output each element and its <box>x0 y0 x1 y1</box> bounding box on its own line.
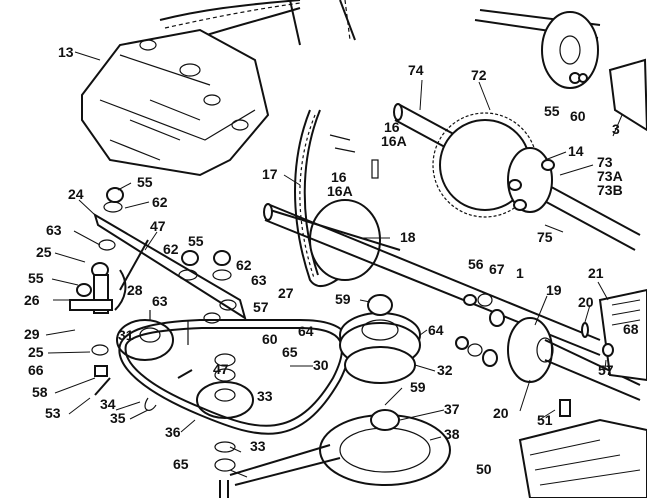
callout-68: 68 <box>623 321 639 337</box>
callout-73A: 73A <box>597 168 623 184</box>
callout-65: 65 <box>282 344 298 360</box>
callout-19: 19 <box>546 282 562 298</box>
callout-47: 47 <box>150 218 166 234</box>
callout-3: 3 <box>612 121 620 137</box>
callout-67: 67 <box>489 261 505 277</box>
upper-right-shaft <box>474 9 647 132</box>
belt-tensioner-bracket <box>69 187 247 345</box>
callout-16: 16 <box>331 169 347 185</box>
callout-32: 32 <box>437 362 453 378</box>
callout-50: 50 <box>476 461 492 477</box>
callout-16A: 16A <box>381 133 407 149</box>
callout-57: 57 <box>253 299 269 315</box>
callout-34: 34 <box>100 396 116 412</box>
callout-31: 31 <box>118 327 134 343</box>
callout-21: 21 <box>588 265 604 281</box>
callout-74: 74 <box>408 62 424 78</box>
main-shaft <box>393 103 641 251</box>
callout-63: 63 <box>251 272 267 288</box>
callout-28: 28 <box>127 282 143 298</box>
callout-14: 14 <box>568 143 584 159</box>
callout-59: 59 <box>335 291 351 307</box>
callout-53: 53 <box>45 405 61 421</box>
callout-63: 63 <box>152 293 168 309</box>
callout-37: 37 <box>444 401 460 417</box>
callout-59: 59 <box>410 379 426 395</box>
callout-58: 58 <box>32 384 48 400</box>
leader-lines <box>45 51 623 478</box>
callout-20: 20 <box>578 294 594 310</box>
callout-73B: 73B <box>597 182 623 198</box>
callout-29: 29 <box>24 326 40 342</box>
callout-65: 65 <box>173 456 189 472</box>
callout-57: 57 <box>598 362 614 378</box>
callout-35: 35 <box>110 410 126 426</box>
callout-55: 55 <box>188 233 204 249</box>
callout-30: 30 <box>313 357 329 373</box>
callout-33: 33 <box>257 388 273 404</box>
gearbox-housing <box>81 28 270 177</box>
callout-75: 75 <box>537 229 553 245</box>
callout-55: 55 <box>28 270 44 286</box>
callout-13: 13 <box>58 44 74 60</box>
callout-51: 51 <box>537 412 553 428</box>
callout-27: 27 <box>278 285 294 301</box>
callout-25: 25 <box>36 244 52 260</box>
callout-72: 72 <box>471 67 487 83</box>
callout-16: 16 <box>384 119 400 135</box>
callout-38: 38 <box>444 426 460 442</box>
callout-63: 63 <box>46 222 62 238</box>
callout-55: 55 <box>137 174 153 190</box>
right-pulleys <box>229 294 451 486</box>
callout-24: 24 <box>68 186 84 202</box>
callout-64: 64 <box>298 323 314 339</box>
left-pulleys <box>91 319 254 498</box>
callout-25: 25 <box>28 344 44 360</box>
callout-18: 18 <box>400 229 416 245</box>
callout-20: 20 <box>493 405 509 421</box>
callout-62: 62 <box>163 241 179 257</box>
callout-64: 64 <box>428 322 444 338</box>
callout-56: 56 <box>468 256 484 272</box>
callout-33: 33 <box>250 438 266 454</box>
callout-73: 73 <box>597 154 613 170</box>
callout-55: 55 <box>544 103 560 119</box>
callout-66: 66 <box>28 362 44 378</box>
v-belt <box>118 319 351 435</box>
callout-47: 47 <box>213 361 229 377</box>
callout-26: 26 <box>24 292 40 308</box>
right-flange-housing <box>455 288 647 498</box>
callout-62: 62 <box>152 194 168 210</box>
callout-17: 17 <box>262 166 278 182</box>
callout-60: 60 <box>570 108 586 124</box>
callout-60: 60 <box>262 331 278 347</box>
callout-1: 1 <box>516 265 524 281</box>
callout-16A: 16A <box>327 183 353 199</box>
side-chain <box>263 109 601 356</box>
callout-62: 62 <box>236 257 252 273</box>
callout-36: 36 <box>165 424 181 440</box>
